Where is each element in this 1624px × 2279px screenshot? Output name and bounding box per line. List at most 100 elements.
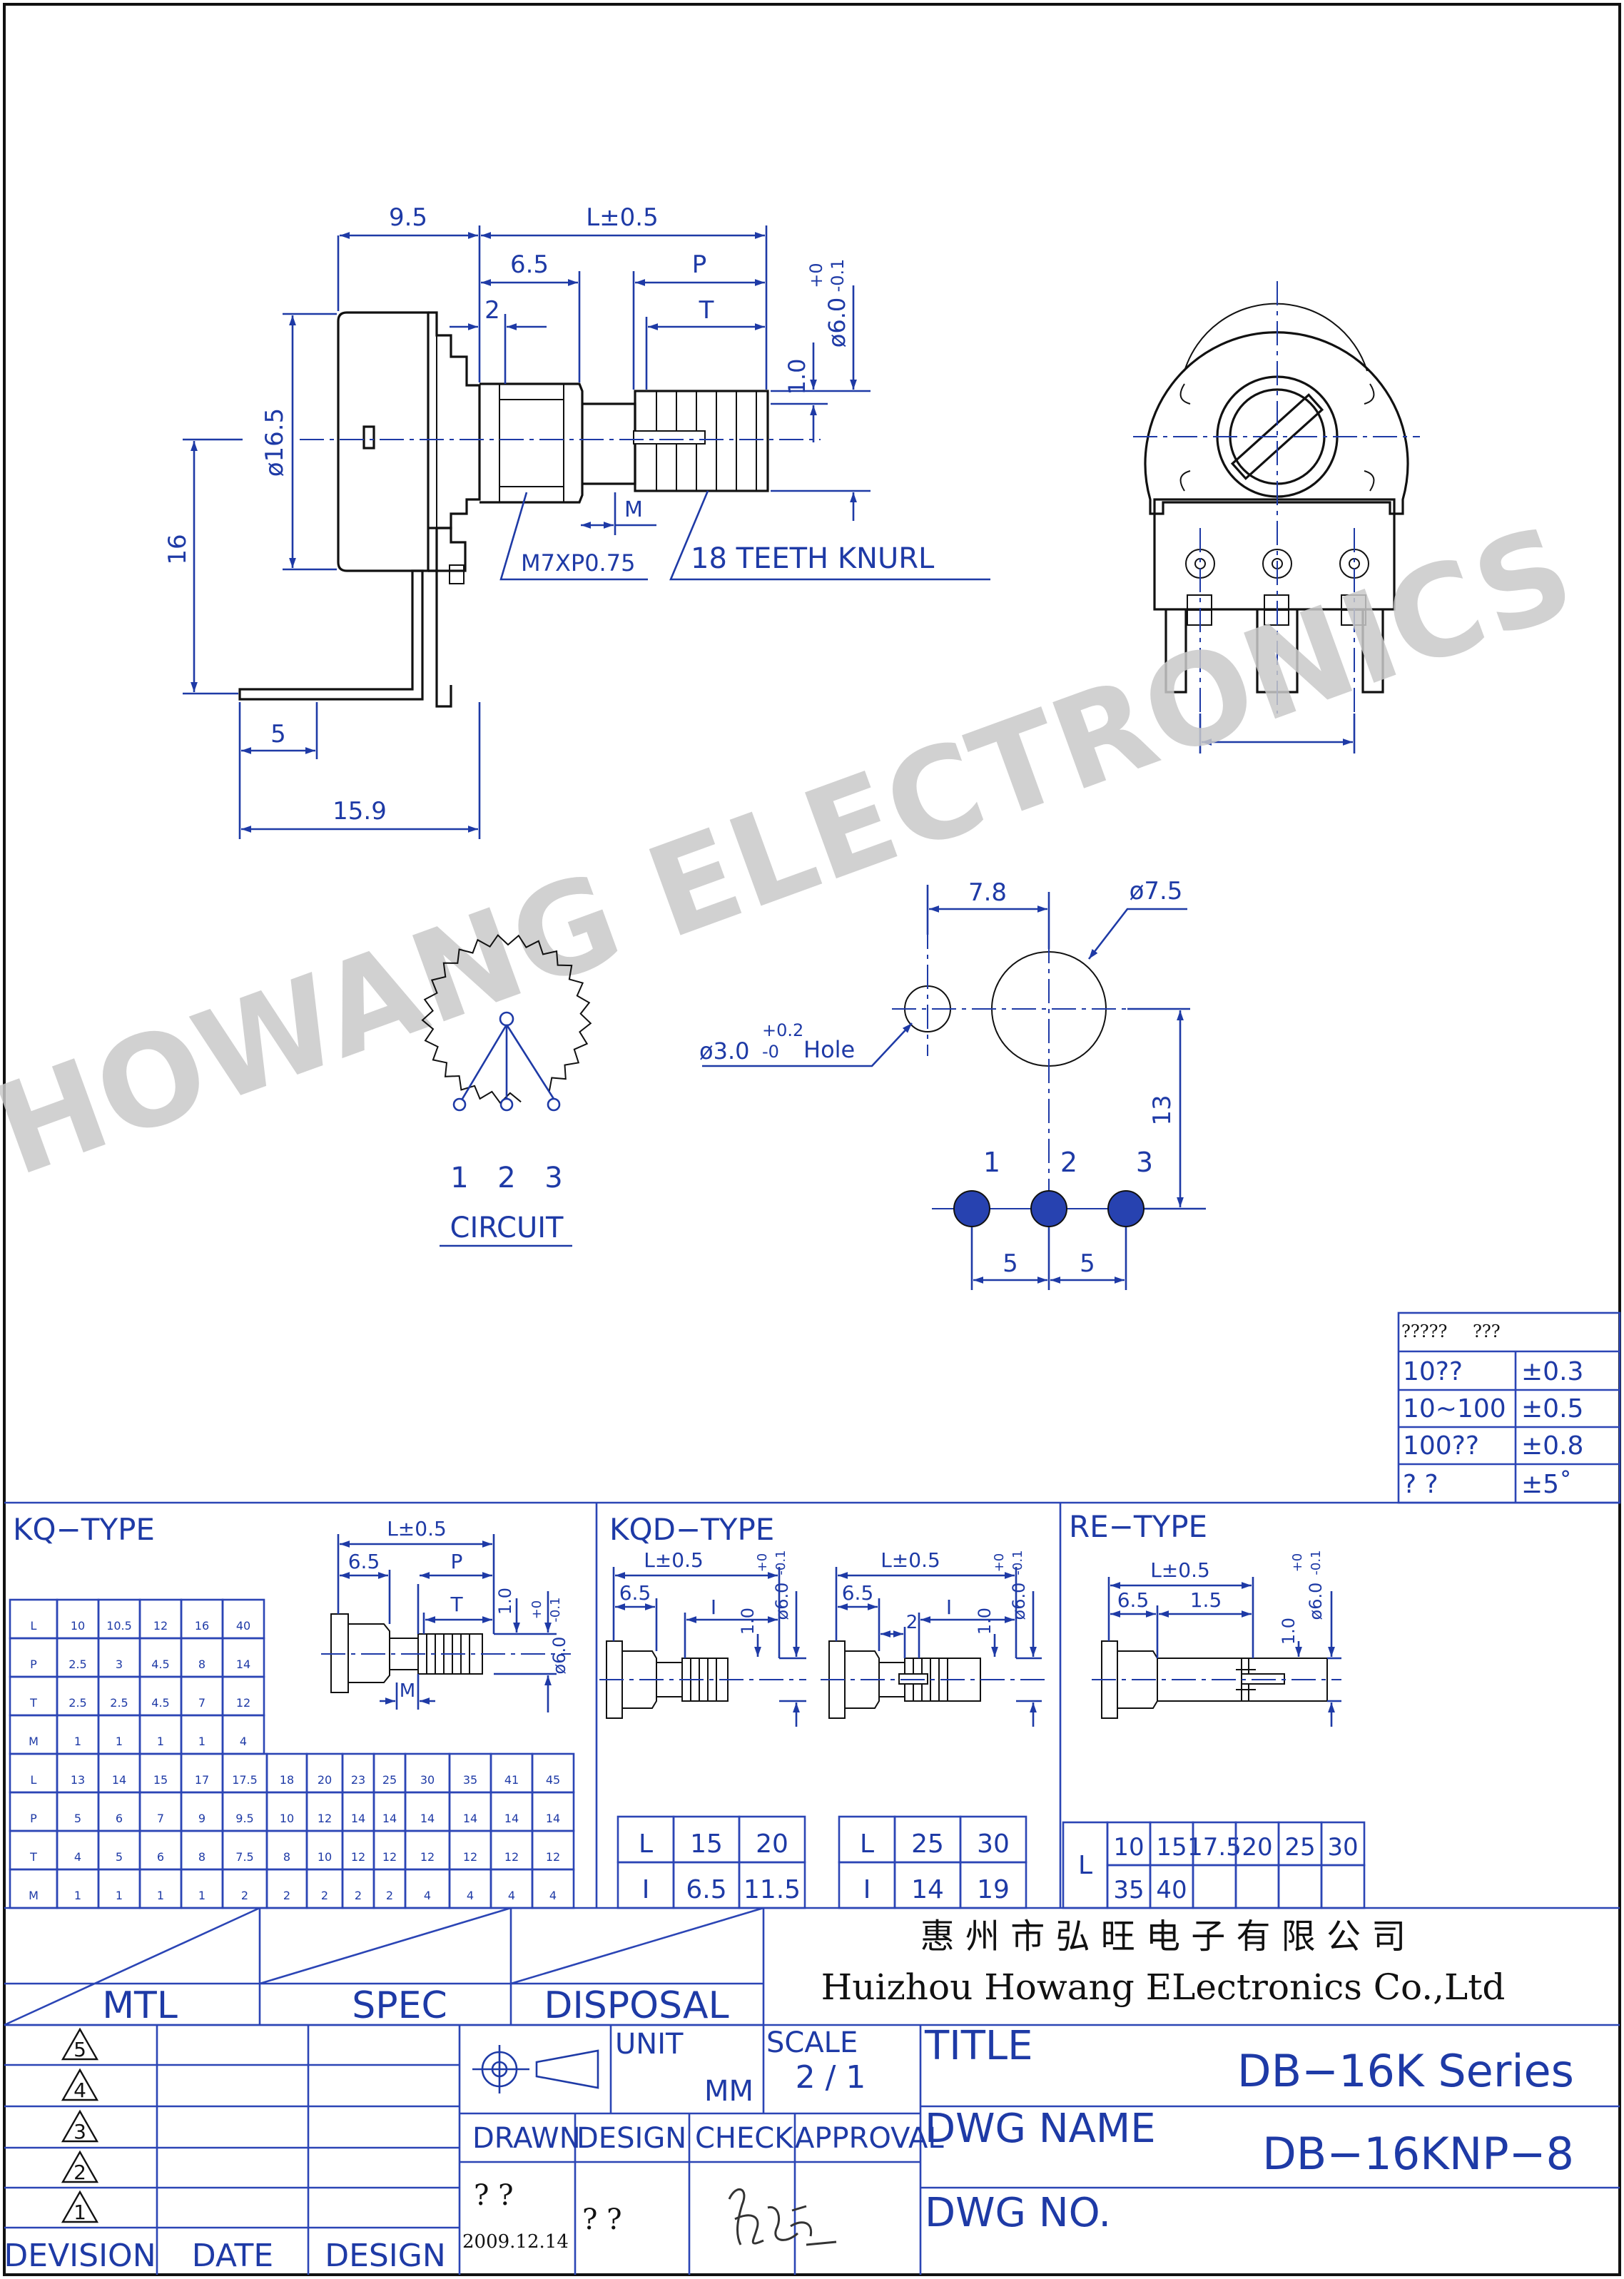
dim-m: M (624, 497, 643, 522)
undefined-cell: 2.5 (110, 1696, 128, 1710)
revision-number: 2 (73, 2161, 86, 2184)
dim-t: T (699, 296, 714, 325)
undefined-cell: 23 (351, 1773, 365, 1787)
circuit-label: CIRCUIT (450, 1212, 564, 1244)
undefined-cell: 9 (198, 1812, 205, 1825)
kqd-table2-cell: 19 (977, 1875, 1010, 1904)
kqd1-dim-l: L±0.5 (644, 1548, 704, 1572)
kq-dim-shaft: ø6.0 (549, 1637, 569, 1675)
re-cell-box (1277, 1864, 1323, 1909)
undefined-cell: 25 (382, 1773, 397, 1787)
undefined-cell: 14 (504, 1812, 519, 1825)
undefined-cell: 9.5 (235, 1812, 253, 1825)
tol-header-2: ??? (1473, 1321, 1501, 1341)
title-value: DB−16K Series (1237, 2045, 1574, 2097)
kq-dim-tol-minus: -0.1 (548, 1597, 563, 1622)
undefined-cell: 15 (153, 1773, 168, 1787)
re-cell: 10 (1113, 1833, 1144, 1862)
kqd2-dim-l: L±0.5 (880, 1548, 940, 1572)
undefined-cell: 1 (198, 1889, 205, 1902)
dim-dia-16-5: ø16.5 (260, 408, 289, 477)
dim-6-5: 6.5 (510, 250, 549, 279)
dim-p: P (692, 250, 707, 279)
undefined-cell: 8 (198, 1658, 205, 1671)
undefined-cell: 2 (283, 1889, 290, 1902)
sign-col-drawn: DRAWN (472, 2122, 581, 2155)
undefined-cell: 41 (504, 1773, 519, 1787)
pcb-pitch-1: 5 (1003, 1249, 1018, 1278)
kqd-table1-cell: L (639, 1829, 653, 1859)
undefined-cell: 1 (198, 1735, 205, 1748)
kqd1-dim-tol-minus: -0.1 (773, 1550, 788, 1575)
re-cell: 15 (1156, 1833, 1187, 1862)
re-dim-shaft: ø6.0 (1306, 1583, 1326, 1620)
undefined-cell: 14 (382, 1812, 397, 1825)
front-view (1133, 281, 1420, 753)
dim-knurl: 18 TEETH KNURL (691, 542, 935, 575)
kqd2-dim-shaft: ø6.0 (1009, 1583, 1029, 1620)
kqd-table1-cell: 11.5 (744, 1875, 801, 1904)
re-cell: 17.5 (1187, 1833, 1242, 1862)
revision-triangle-icon (61, 2190, 99, 2223)
revision-number: 3 (73, 2120, 86, 2143)
sign-col-approval: APPROVAL (795, 2122, 944, 2155)
dim-hole-word: Hole (803, 1036, 855, 1063)
kq-dim-6-5: 6.5 (348, 1550, 380, 1573)
undefined-cell: 6 (116, 1812, 123, 1825)
undefined-cell: L (31, 1773, 37, 1787)
kqd-table2-cell: 14 (911, 1875, 944, 1904)
dim-5: 5 (270, 720, 286, 748)
kqd2-dim-1-0: 1.0 (975, 1608, 995, 1635)
drawn-date: 2009.12.14 (462, 2231, 569, 2253)
undefined-cell: 4 (424, 1889, 431, 1902)
re-cell-box (1320, 1864, 1366, 1909)
dim-hole-tol-minus: -0 (762, 1042, 779, 1062)
kqd2-dim-i: I (946, 1595, 952, 1619)
tol-row-2-value: ±0.5 (1521, 1394, 1583, 1423)
kqd-drawing-1: L±0.5 6.5 I 1.0 ø6.0 +0 -0.1 (599, 1548, 806, 1727)
undefined-cell: 1 (74, 1735, 81, 1748)
undefined-cell: 35 (463, 1773, 477, 1787)
header-disposal: DISPOSAL (544, 1984, 729, 2027)
re-title: RE−TYPE (1069, 1509, 1207, 1544)
kqd-table2-cell: 30 (977, 1829, 1010, 1859)
undefined-cell: 7.5 (235, 1850, 253, 1864)
undefined-cell: 7 (198, 1696, 205, 1710)
company-name-en: Huizhou Howang ELectronics Co.,Ltd (821, 1966, 1506, 2008)
tol-header-1: ????? (1401, 1321, 1447, 1341)
undefined-cell: 45 (546, 1773, 560, 1787)
undefined-cell: 1 (157, 1889, 164, 1902)
re-cell: 25 (1284, 1833, 1315, 1862)
kqd-table1-cell: 15 (690, 1829, 723, 1859)
undefined-cell: 20 (318, 1773, 332, 1787)
unit-label: UNIT (615, 2028, 684, 2061)
dwg-name-value: DB−16KNP−8 (1262, 2128, 1574, 2180)
kqd-table1-cell: 6.5 (686, 1875, 726, 1904)
kq-dim-tol-plus: +0 (529, 1600, 544, 1620)
undefined-cell: 12 (351, 1850, 365, 1864)
projection-symbol (472, 2045, 599, 2093)
undefined-cell: 8 (283, 1850, 290, 1864)
undefined-cell: 14 (351, 1812, 365, 1825)
undefined-cell: 3 (116, 1658, 123, 1671)
re-cell-box (1192, 1864, 1237, 1909)
undefined-cell: 6 (157, 1850, 164, 1864)
tol-row-2-range: 10~100 (1403, 1394, 1506, 1423)
re-cell: 20 (1242, 1833, 1272, 1862)
kqd-table2-cell: 25 (911, 1829, 944, 1859)
undefined-cell: 18 (280, 1773, 294, 1787)
kqd1-dim-tol-plus: +0 (755, 1553, 770, 1573)
revision-triangle-icon (61, 2027, 99, 2061)
dim-16: 16 (163, 534, 192, 564)
undefined-cell: 10 (71, 1619, 85, 1633)
undefined-cell: 30 (420, 1773, 435, 1787)
undefined-cell: 4 (549, 1889, 557, 1902)
re-cell-box (1234, 1864, 1280, 1909)
header-mtl: MTL (102, 1984, 178, 2027)
pcb-pitch-2: 5 (1080, 1249, 1095, 1278)
pcb-pin-1: 1 (983, 1147, 1000, 1178)
undefined-cell: 5 (74, 1812, 81, 1825)
revision-number: 4 (73, 2078, 86, 2102)
drawn-name: ? ? (474, 2179, 514, 2212)
